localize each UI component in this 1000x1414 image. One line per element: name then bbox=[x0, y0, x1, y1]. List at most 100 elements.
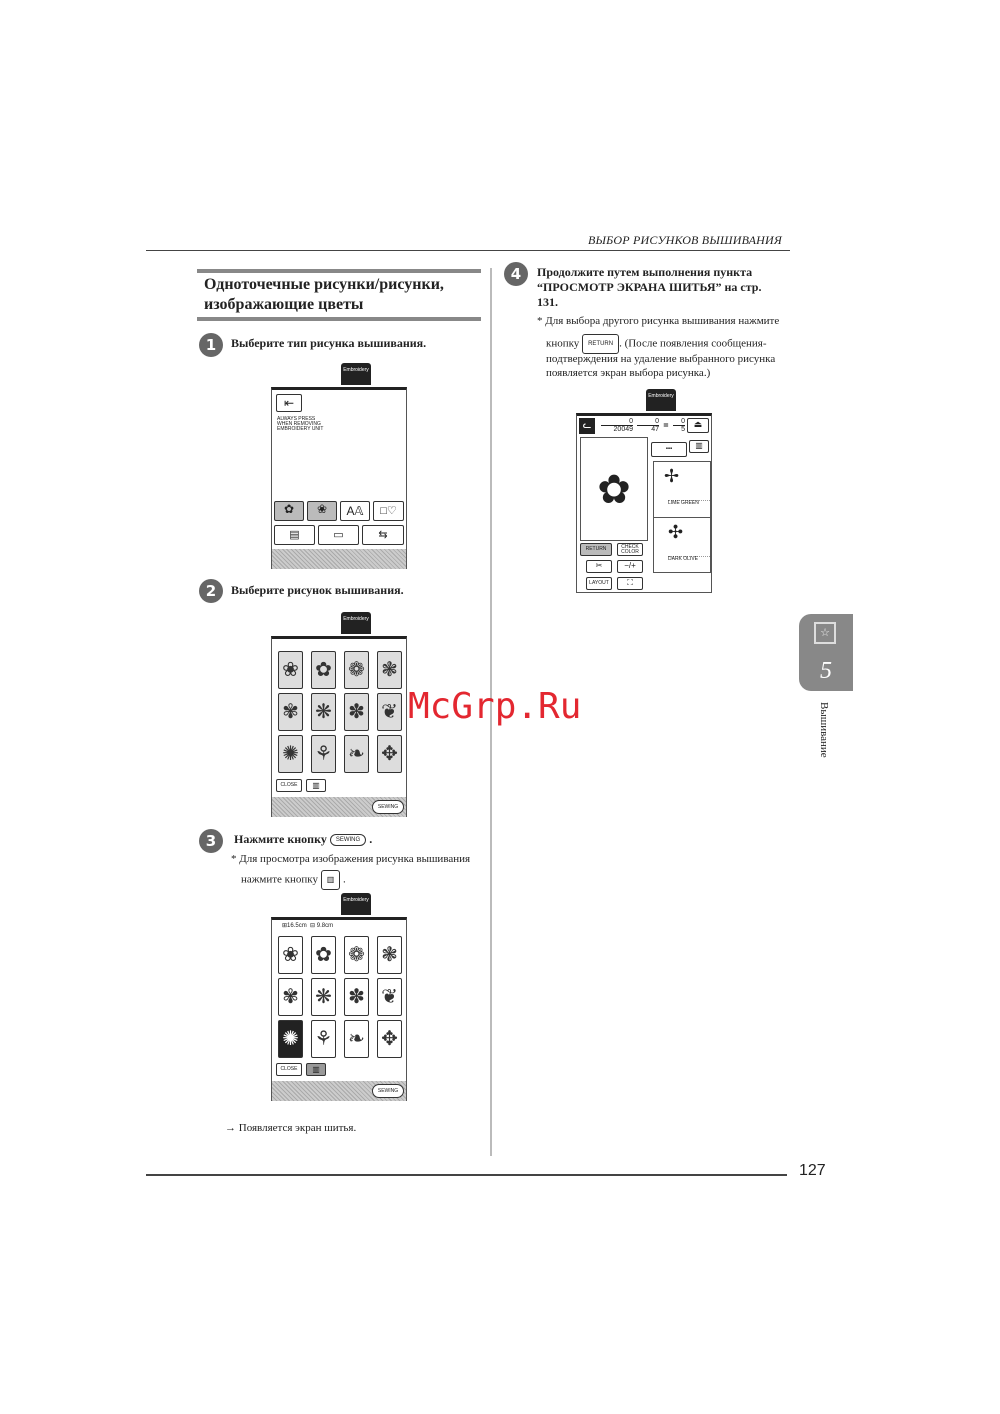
pattern-thumbnail[interactable]: ❦ bbox=[377, 978, 402, 1016]
pattern-thumbnail[interactable]: ❋ bbox=[311, 693, 336, 731]
presser-foot-icon: ᓚ bbox=[579, 418, 595, 434]
pattern-thumbnail[interactable]: ⚘ bbox=[311, 1020, 336, 1058]
preview-button[interactable]: ▥ bbox=[689, 440, 709, 453]
step-number: 4 bbox=[504, 262, 528, 286]
return-button-icon: RETURN bbox=[582, 334, 620, 354]
pattern-thumbnail[interactable]: ✿ bbox=[311, 936, 336, 974]
pattern-thumbnail[interactable]: ❁ bbox=[344, 651, 369, 689]
pattern-thumbnail[interactable]: ✿ bbox=[311, 651, 336, 689]
step-text: Продолжите путем выполнения пункта“ПРОСМ… bbox=[537, 265, 762, 309]
step-note: нажмите кнопку ▥ . bbox=[241, 870, 346, 890]
screen-tab: Embroidery bbox=[341, 363, 371, 385]
step-note: появляется экран выбора рисунка.) bbox=[546, 367, 711, 379]
embroidery-frame-icon: ☆ bbox=[814, 622, 836, 644]
thread-cutter-button[interactable]: ✂ bbox=[586, 560, 612, 573]
return-button[interactable]: RETURN bbox=[580, 543, 612, 556]
check-color-button[interactable]: CHECK COLOR bbox=[617, 543, 643, 556]
character-patterns-button[interactable]: A𝔸 bbox=[340, 501, 370, 521]
step-note: кнопку RETURN. (После появления сообщени… bbox=[546, 334, 767, 354]
step-note: подтверждения на удаление выбранного рис… bbox=[546, 353, 776, 365]
thread-spool-icon: ≣ bbox=[663, 422, 669, 429]
preview-button-icon: ▥ bbox=[320, 870, 341, 890]
pattern-selected-screen: Embroidery ⊞16.5cm ⊟ 9.8cm CLOSE ▥ SEWIN… bbox=[271, 893, 407, 1101]
pattern-select-screen: Embroidery CLOSE ▥ SEWING ❀✿❁❃ ✾❋✽❦ ✺⚘❧✥ bbox=[271, 612, 407, 817]
step-text: Нажмите кнопку SEWING . bbox=[234, 832, 373, 847]
chapter-label: Вышивание bbox=[818, 702, 830, 758]
pattern-thumbnail[interactable]: ✺ bbox=[278, 1020, 303, 1058]
pattern-size: ⊞16.5cm ⊟ 9.8cm bbox=[282, 923, 334, 929]
usb-button[interactable]: ⇆ bbox=[362, 525, 404, 545]
step-text: Выберите рисунок вышивания. bbox=[231, 583, 404, 597]
column-divider bbox=[490, 268, 492, 1156]
color-block-preview: ✢ bbox=[664, 466, 680, 486]
layout-button[interactable]: LAYOUT bbox=[586, 577, 612, 590]
close-button[interactable]: CLOSE bbox=[276, 1063, 302, 1076]
floral-patterns-button[interactable]: ❀ bbox=[307, 501, 337, 521]
step-number: 1 bbox=[199, 333, 223, 357]
title-bar-bottom bbox=[197, 317, 481, 321]
frame-patterns-button[interactable]: □♡ bbox=[373, 501, 404, 521]
memory-button[interactable]: ▤ bbox=[274, 525, 315, 545]
screen-tab: Embroidery bbox=[646, 389, 676, 411]
section-title-line2: изображающие цветы bbox=[204, 296, 364, 313]
page-number: 127 bbox=[799, 1162, 826, 1179]
pattern-thumbnail[interactable]: ⚘ bbox=[311, 735, 336, 773]
pattern-thumbnail[interactable]: ✾ bbox=[278, 978, 303, 1016]
step-text: Выберите тип рисунка вышивания. bbox=[231, 336, 427, 350]
frame-move-button[interactable]: ▪▪▪ bbox=[651, 442, 687, 457]
pattern-thumbnail[interactable]: ✥ bbox=[377, 1020, 402, 1058]
color-list: ✢ LIME GREEN ✣ DARK OLIVE bbox=[653, 461, 712, 573]
chapter-number: 5 bbox=[820, 658, 832, 684]
screen-tab: Embroidery bbox=[341, 893, 371, 915]
running-header: ВЫБОР РИСУНКОВ ВЫШИВАНИЯ bbox=[587, 233, 782, 247]
pattern-thumbnail[interactable]: ✽ bbox=[344, 693, 369, 731]
chapter-tab: ☆ 5 bbox=[799, 614, 853, 691]
preview-button[interactable]: ▥ bbox=[306, 1063, 326, 1076]
sewing-button[interactable]: SEWING bbox=[372, 800, 404, 814]
step-number: 2 bbox=[199, 579, 223, 603]
section-title-line1: Одноточечные рисунки/рисунки, bbox=[204, 276, 444, 293]
color-name: LIME GREEN bbox=[668, 500, 710, 506]
pattern-thumbnail[interactable]: ❀ bbox=[278, 651, 303, 689]
pattern-thumbnail[interactable]: ✾ bbox=[278, 693, 303, 731]
pattern-thumbnail[interactable]: ❧ bbox=[344, 735, 369, 773]
pattern-thumbnail[interactable]: ✥ bbox=[377, 735, 402, 773]
pattern-thumbnail[interactable]: ❧ bbox=[344, 1020, 369, 1058]
trial-button[interactable]: ⛶ bbox=[617, 577, 643, 590]
pattern-thumbnail[interactable]: ❁ bbox=[344, 936, 369, 974]
result-text: → Появляется экран шитья. bbox=[225, 1122, 357, 1134]
pattern-thumbnail[interactable]: ❃ bbox=[377, 651, 402, 689]
sewing-button[interactable]: SEWING bbox=[372, 1084, 404, 1098]
step-note: * Для выбора другого рисунка вышивания н… bbox=[537, 315, 780, 327]
pattern-preview: ✿ bbox=[580, 437, 648, 541]
pattern-thumbnail[interactable]: ❀ bbox=[278, 936, 303, 974]
pocket-button[interactable]: ▭ bbox=[318, 525, 359, 545]
release-unit-button[interactable]: ⇤ bbox=[276, 394, 302, 412]
color-block-preview: ✣ bbox=[668, 522, 684, 542]
header-rule bbox=[146, 250, 790, 251]
screen-footer bbox=[272, 549, 406, 569]
color-name: DARK OLIVE bbox=[668, 556, 710, 562]
stitch-forward-back-button[interactable]: −/+ bbox=[617, 560, 643, 573]
close-button[interactable]: CLOSE bbox=[276, 779, 302, 792]
pattern-thumbnail[interactable]: ✺ bbox=[278, 735, 303, 773]
preview-button[interactable]: ▥ bbox=[306, 779, 326, 792]
pattern-thumbnail[interactable]: ❃ bbox=[377, 936, 402, 974]
needle-position-button[interactable]: ⏏ bbox=[687, 418, 709, 433]
step-number: 3 bbox=[199, 829, 223, 853]
pattern-thumbnail[interactable]: ✽ bbox=[344, 978, 369, 1016]
sewing-button-icon: SEWING bbox=[329, 834, 367, 847]
pattern-thumbnail[interactable]: ❋ bbox=[311, 978, 336, 1016]
watermark: McGrp.Ru bbox=[408, 686, 582, 727]
section-title: Одноточечные рисунки/рисунки, изображающи… bbox=[204, 275, 444, 315]
one-point-patterns-button[interactable]: ✿ bbox=[274, 501, 304, 521]
screen-tab: Embroidery bbox=[341, 612, 371, 634]
pattern-thumbnail[interactable]: ❦ bbox=[377, 693, 402, 731]
